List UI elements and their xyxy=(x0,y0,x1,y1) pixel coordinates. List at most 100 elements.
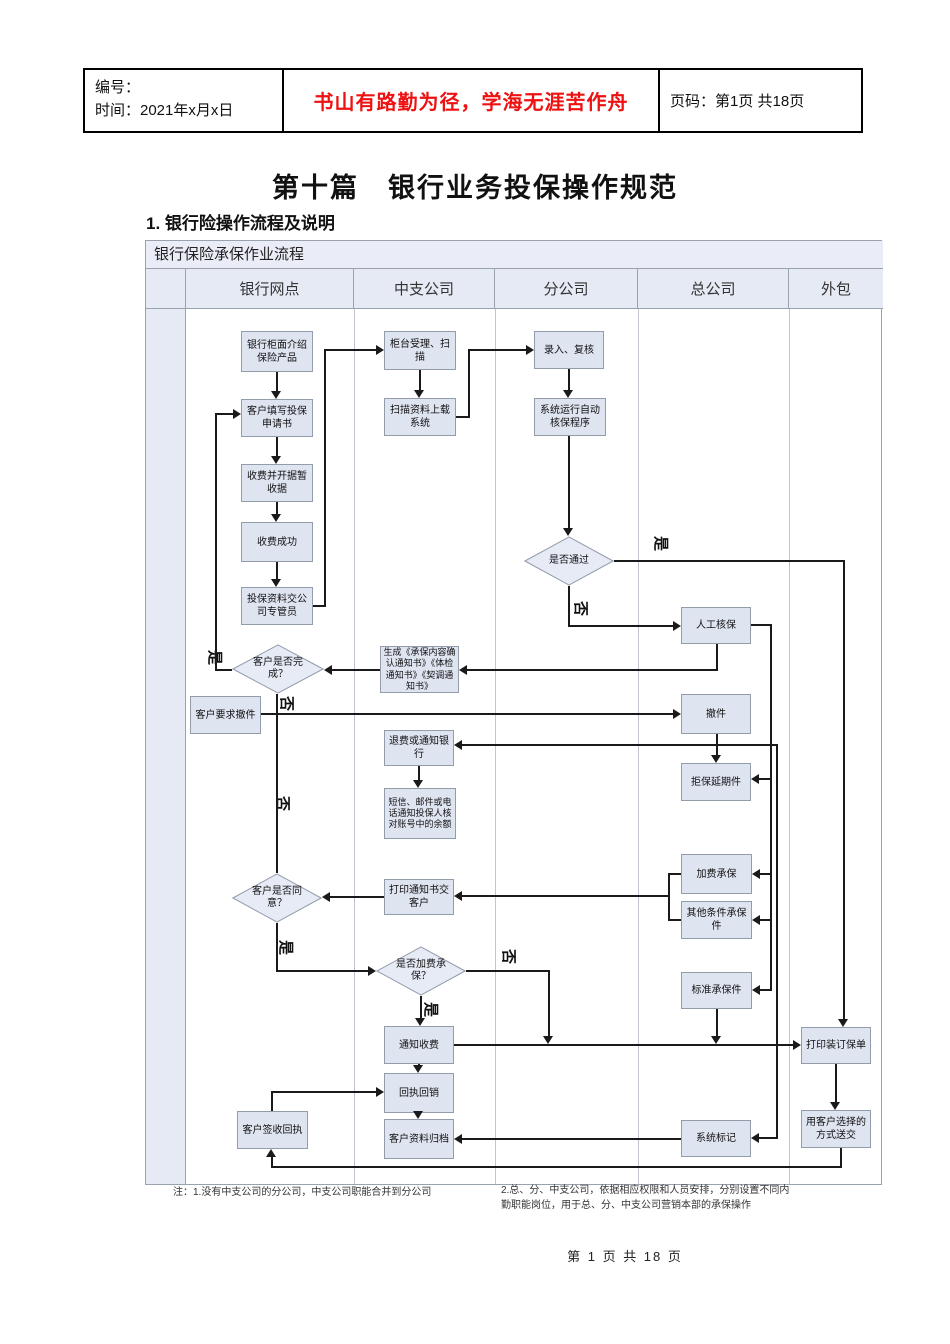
connector xyxy=(330,896,384,898)
arrow-down xyxy=(271,456,281,464)
arrow-right xyxy=(233,409,241,419)
arrow-left xyxy=(454,1134,462,1144)
lane-separator-2 xyxy=(495,309,496,1184)
lane-header-outsource: 外包 xyxy=(789,269,883,309)
arrow-left xyxy=(324,665,332,675)
node-customer-sign-receipt: 客户签收回执 xyxy=(237,1111,308,1149)
connector xyxy=(215,413,217,671)
connector xyxy=(271,1166,842,1168)
arrow-down xyxy=(830,1102,840,1110)
connector xyxy=(568,436,570,531)
arrow-down xyxy=(415,1018,425,1026)
connector xyxy=(840,1148,842,1168)
connector xyxy=(759,1137,778,1139)
arrow-down xyxy=(271,579,281,587)
connector xyxy=(670,873,681,875)
lane-header-branch: 分公司 xyxy=(495,269,638,309)
node-charge-temp-receipt: 收费并开据暂收据 xyxy=(241,464,313,502)
lane-header-hq: 总公司 xyxy=(638,269,789,309)
lane-header-empty xyxy=(146,269,186,309)
connector xyxy=(467,669,718,671)
node-bank-intro-product: 银行柜面介绍保险产品 xyxy=(241,331,313,372)
node-auto-underwriting: 系统运行自动核保程序 xyxy=(534,398,606,436)
edge-label-yes-extra: 是 xyxy=(422,1001,440,1018)
lane-separator-4 xyxy=(789,309,790,1184)
node-notify-balance-check: 短信、邮件或电话通知投保人核对账号中的余额 xyxy=(384,788,456,839)
connector xyxy=(668,873,670,921)
connector xyxy=(759,778,772,780)
connector xyxy=(324,349,326,607)
node-notify-charge: 通知收费 xyxy=(384,1026,454,1064)
edge-label-no-pass: 否 xyxy=(572,600,590,617)
node-other-condition-underwrite: 其他条件承保件 xyxy=(681,901,752,939)
arrow-right xyxy=(793,1040,801,1050)
edge-label-no-extra: 否 xyxy=(500,948,518,965)
connector xyxy=(760,873,772,875)
node-standard-underwrite: 标准承保件 xyxy=(681,972,752,1009)
connector xyxy=(751,624,772,626)
lane-separator-3 xyxy=(638,309,639,1184)
section-heading: 1. 银行险操作流程及说明 xyxy=(146,214,335,233)
arrow-left xyxy=(751,1133,759,1143)
flowchart: 银行保险承保作业流程 银行网点 中支公司 分公司 总公司 外包 银行柜面介绍保险… xyxy=(145,240,883,1185)
connector xyxy=(217,413,233,415)
node-withdraw-case: 撤件 xyxy=(681,694,751,734)
node-counter-accept-scan: 柜台受理、扫描 xyxy=(384,331,456,370)
edge-label-yes-agree: 是 xyxy=(277,939,295,956)
connector xyxy=(462,744,778,746)
connector xyxy=(770,624,772,991)
lane-separator-1 xyxy=(354,309,355,1184)
node-extra-premium-underwrite: 加费承保 xyxy=(681,854,752,894)
connector xyxy=(716,1009,718,1036)
flowchart-title: 银行保险承保作业流程 xyxy=(146,241,883,269)
node-charge-success: 收费成功 xyxy=(241,522,313,562)
arrow-right xyxy=(368,966,376,976)
connector xyxy=(276,562,278,582)
connector xyxy=(276,694,278,873)
arrow-right xyxy=(673,709,681,719)
connector xyxy=(614,560,845,562)
connector xyxy=(470,349,526,351)
node-refund-notify-bank: 退费或通知银行 xyxy=(384,730,454,766)
node-deliver-chosen-method: 用客户选择的方式送交 xyxy=(801,1110,871,1148)
arrow-right xyxy=(526,345,534,355)
node-customer-withdraw-request: 客户要求撤件 xyxy=(190,696,261,734)
connector xyxy=(568,625,673,627)
node-manual-underwriting: 人工核保 xyxy=(681,607,751,644)
header-number-label: 编号： xyxy=(95,79,141,96)
lane-header-bank: 银行网点 xyxy=(186,269,354,309)
connector xyxy=(843,560,845,1021)
decision-pass-label: 是否通过 xyxy=(549,554,589,566)
connector xyxy=(760,989,772,991)
connector xyxy=(468,349,470,418)
arrow-left xyxy=(459,665,467,675)
arrow-down xyxy=(413,1111,423,1119)
connector xyxy=(418,766,420,781)
decision-customer-complete-label: 客户是否完成？ xyxy=(253,656,303,681)
header-divider-1 xyxy=(282,70,284,131)
connector xyxy=(313,605,326,607)
edge-label-no-complete: 否 xyxy=(278,695,296,712)
footnote-1: 注：1.没有中支公司的分公司，中支公司职能合并到分公司 xyxy=(173,1187,432,1198)
connector xyxy=(276,502,278,517)
arrow-left xyxy=(322,892,330,902)
arrow-left xyxy=(454,891,462,901)
decision-customer-agree-label: 客户是否同意？ xyxy=(252,885,302,910)
connector xyxy=(462,895,670,897)
connector xyxy=(276,970,368,972)
arrow-up xyxy=(266,1149,276,1157)
arrow-right xyxy=(376,1087,384,1097)
node-customer-fill-application: 客户填写投保申请书 xyxy=(241,399,313,437)
arrow-left xyxy=(751,774,759,784)
node-generate-notices: 生成《承保内容确认通知书》《体检通知书》《契调通知书》 xyxy=(380,646,459,693)
arrow-down xyxy=(413,1065,423,1073)
arrow-down xyxy=(838,1019,848,1027)
connector xyxy=(261,713,673,715)
connector xyxy=(835,1064,837,1102)
node-decline-postpone: 拒保延期件 xyxy=(681,763,751,801)
arrow-down xyxy=(563,528,573,536)
connector xyxy=(276,437,278,459)
connector xyxy=(466,970,550,972)
connector xyxy=(420,996,422,1019)
arrow-down xyxy=(711,1036,721,1044)
